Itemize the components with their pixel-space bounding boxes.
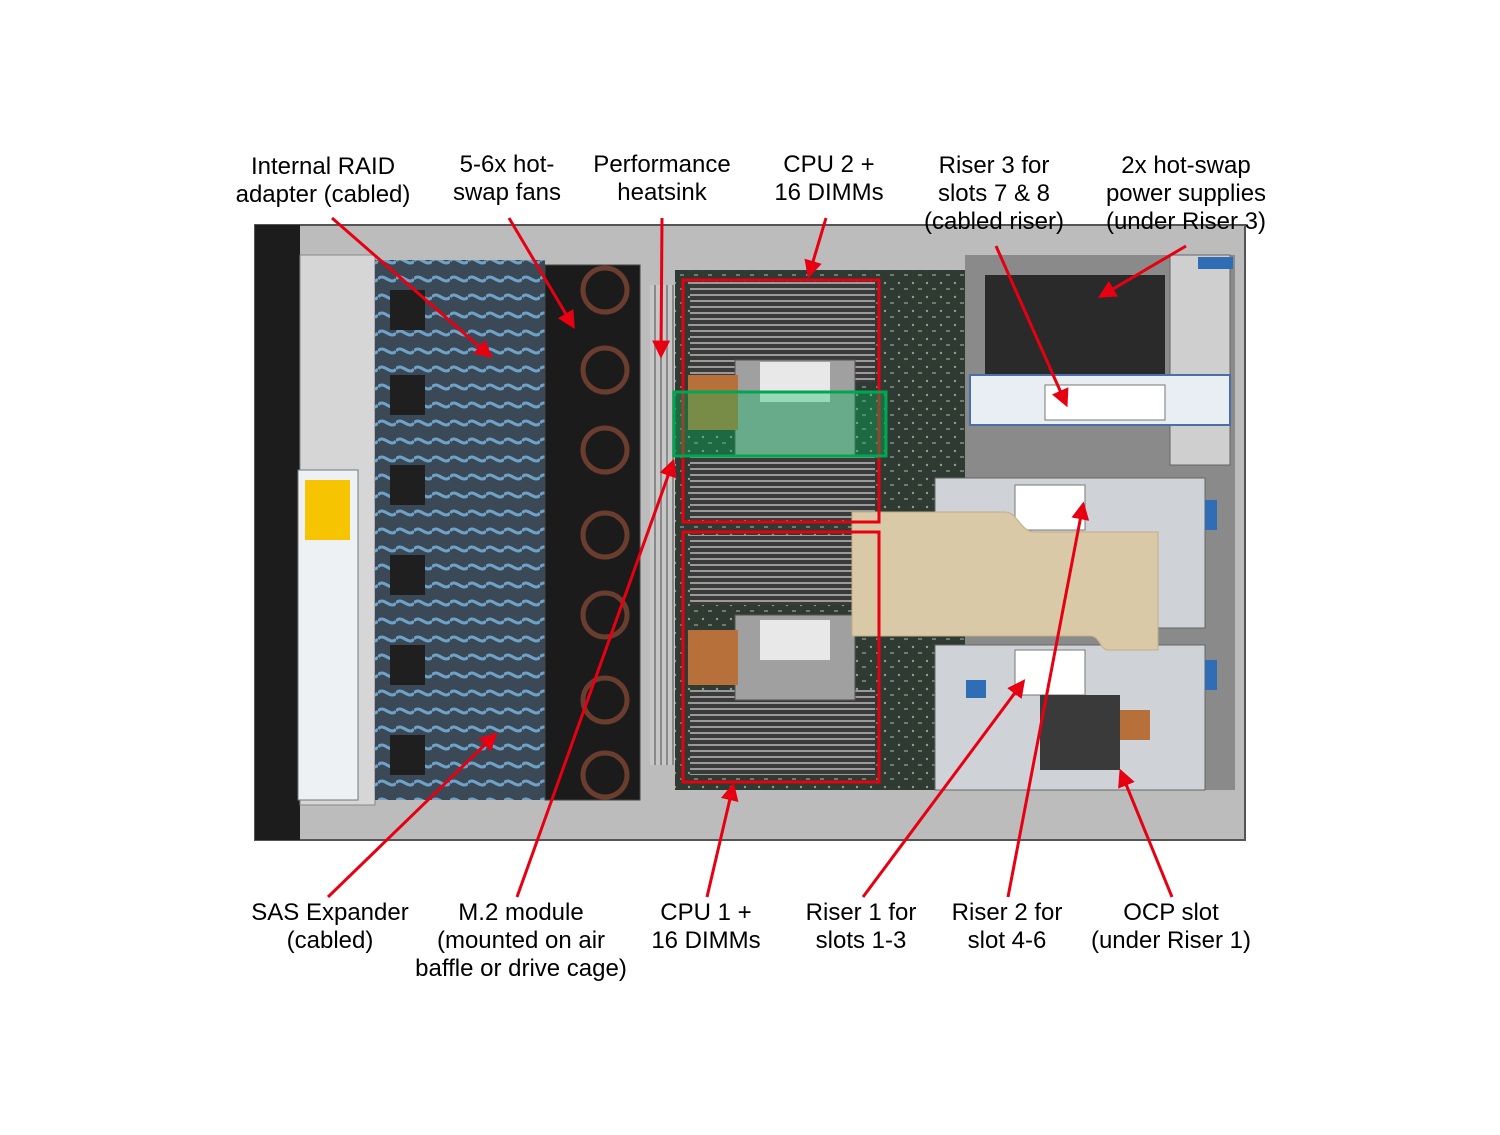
cpu-2-highlight-box [681,278,881,524]
cpu-1-highlight-box [681,530,881,784]
arrow-riser2 [1006,501,1090,898]
arrow-raid [331,216,493,359]
arrow-ocp [1118,768,1174,898]
performance-heatsink-highlight-box [672,390,888,458]
arrow-cpu2 [804,217,828,279]
arrow-psu [1097,244,1187,298]
arrow-riser3 [994,245,1069,408]
arrow-riser1 [861,679,1026,898]
arrow-sas [326,732,498,899]
label-cpu-1: CPU 1 +16 DIMMs [651,899,761,954]
arrow-cpu1 [705,782,739,898]
riser-2-highlight [851,511,1159,651]
label-ocp-slot: OCP slot(under Riser 1) [1090,899,1252,954]
arrow-fans [507,217,575,330]
label-hot-swap-fans: 5-6x hot-swap fans [452,151,562,206]
arrow-heatsink [652,217,671,359]
label-cpu-2: CPU 2 +16 DIMMs [774,151,884,206]
arrow-m2 [515,458,677,898]
label-sas-expander: SAS Expander(cabled) [251,899,409,954]
chassis [254,224,1246,841]
